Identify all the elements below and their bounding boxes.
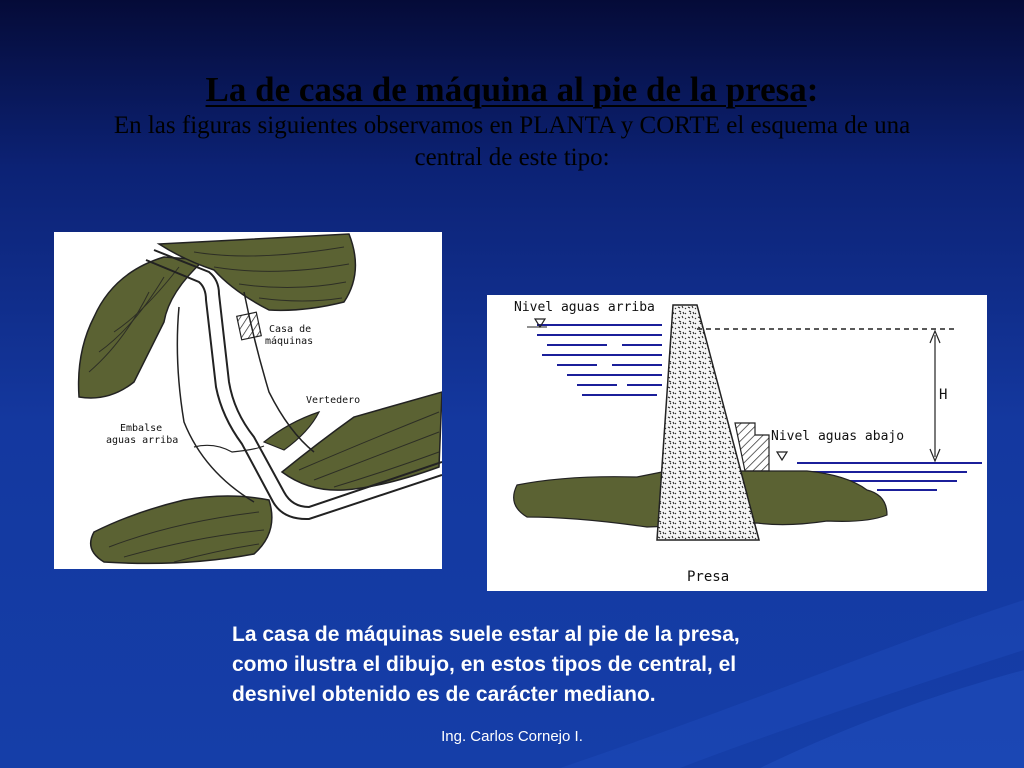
terrain-contours-upper-left	[88, 266, 180, 373]
label-aguas-arriba: aguas arriba	[106, 435, 178, 446]
upstream-level-marker	[533, 318, 547, 329]
body-line-2: como ilustra el dibujo, en estos tipos d…	[232, 653, 737, 676]
powerhouse-hatch	[734, 422, 770, 472]
dam-body	[656, 304, 760, 541]
terrain-contours-lower	[108, 511, 265, 563]
terrain-contours-right	[298, 411, 440, 488]
label-nivel-aguas-arriba: Nivel aguas arriba	[514, 300, 655, 315]
slide-title-text: La de casa de máquina al pie de la presa	[205, 70, 807, 109]
slide-subtitle-line2: central de este tipo:	[414, 144, 610, 171]
footer-author: Ing. Carlos Cornejo I.	[441, 728, 583, 745]
upstream-water	[537, 324, 662, 396]
downstream-water	[797, 462, 982, 491]
label-presa: Presa	[687, 569, 729, 585]
label-casa-de: Casa de	[269, 324, 311, 335]
slide-subtitle-line1: En las figuras siguientes observamos en …	[113, 112, 911, 139]
section-view-drawing: H Nivel aguas arriba Nivel aguas abajo P…	[513, 300, 982, 585]
section-view-figure: H Nivel aguas arriba Nivel aguas abajo P…	[487, 295, 987, 591]
slide-title-colon: :	[806, 70, 819, 109]
terrain-upper	[156, 233, 357, 312]
slide-title: La de casa de máquina al pie de la presa…	[40, 70, 984, 110]
terrain-lower	[89, 495, 273, 565]
label-maquinas: máquinas	[265, 335, 313, 347]
body-line-1: La casa de máquinas suele estar al pie d…	[232, 623, 740, 646]
label-nivel-aguas-abajo: Nivel aguas abajo	[771, 429, 904, 444]
casa-de-maquinas-hatch	[236, 311, 262, 341]
body-paragraph: La casa de máquinas suele estar al pie d…	[232, 620, 932, 710]
label-h: H	[939, 387, 947, 403]
plan-view-drawing: Casa de máquinas Vertedero Embalse aguas…	[77, 233, 442, 565]
title-block: La de casa de máquina al pie de la presa…	[40, 70, 984, 174]
label-vertedero: Vertedero	[306, 395, 360, 406]
terrain-right	[280, 391, 442, 491]
dam-crack	[193, 444, 265, 453]
terrain-contours-upper	[193, 246, 350, 302]
downstream-level-marker	[775, 451, 789, 462]
terrain-vertedero	[262, 410, 321, 451]
label-embalse: Embalse	[120, 423, 162, 434]
body-line-3: desnivel obtenido es de carácter mediano…	[232, 683, 656, 706]
terrain-upper-left	[77, 256, 206, 399]
plan-view-figure: Casa de máquinas Vertedero Embalse aguas…	[54, 232, 442, 569]
dam-outline	[145, 249, 442, 521]
